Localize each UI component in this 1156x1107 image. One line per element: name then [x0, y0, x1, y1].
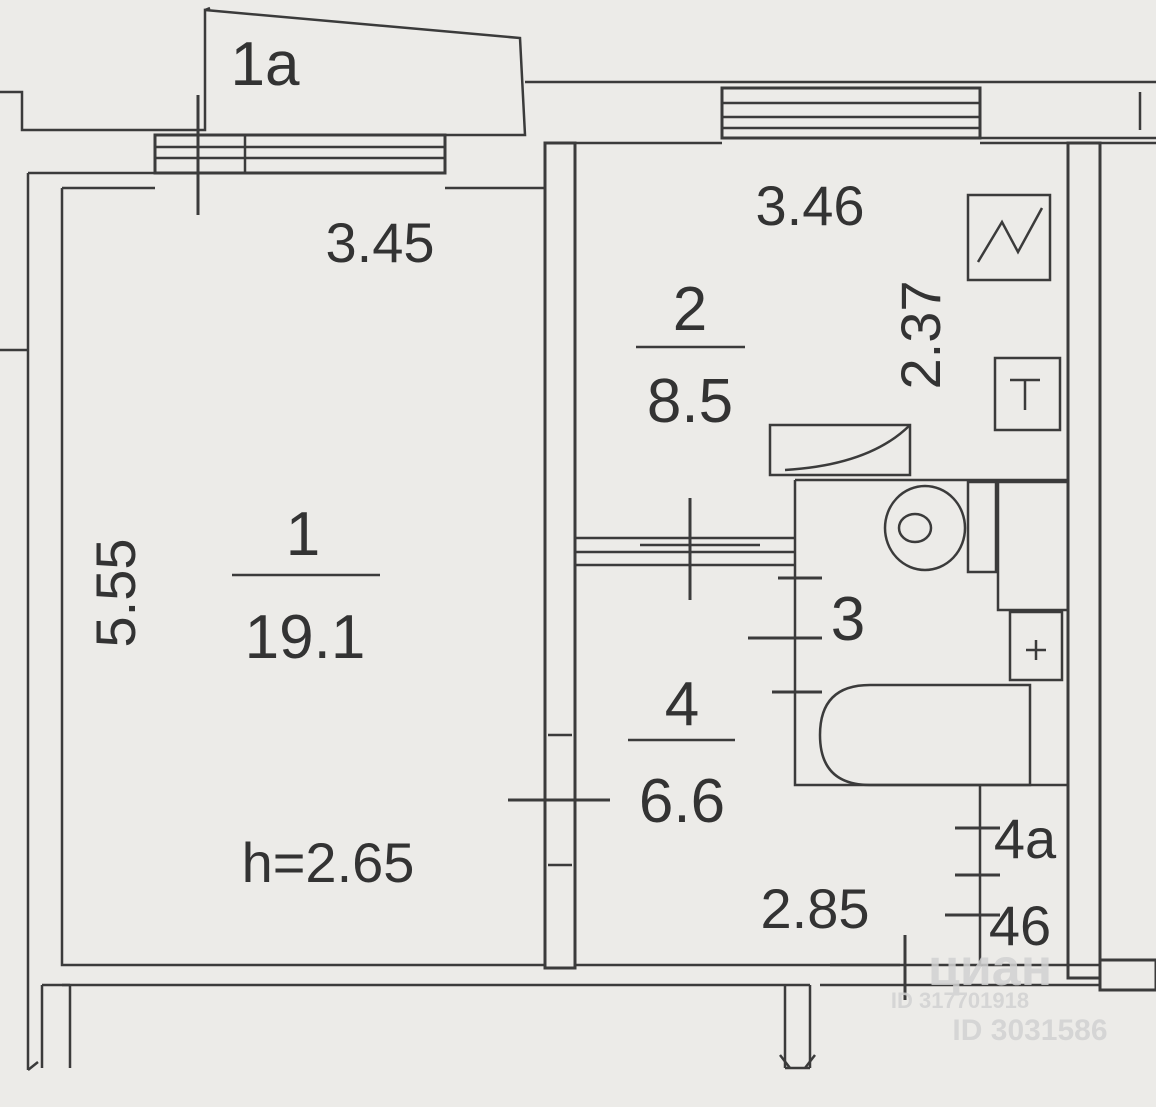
room-4a-label: 4a: [994, 807, 1057, 870]
exterior-wall-top: [525, 80, 1156, 140]
room-1-width-dim: 3.45: [326, 211, 435, 274]
room-2-walls: [575, 141, 1068, 554]
right-wall: [1066, 141, 1156, 980]
window-room-2: [720, 86, 982, 140]
room-4-label: 4 6.6: [628, 670, 735, 836]
room-2-label: 2 8.5: [636, 275, 745, 436]
watermark-id-1: ID 317701918: [891, 988, 1029, 1013]
room-1-walls: [0, 135, 545, 1071]
room-1-label: 1 19.1: [232, 500, 380, 672]
balcony-label: 1a: [231, 30, 300, 99]
watermark-id-2: ID 3031586: [952, 1014, 1107, 1047]
room-1-number: 1: [286, 500, 320, 569]
ceiling-height: h=2.65: [242, 831, 415, 894]
water-heater-icon: [966, 193, 1052, 282]
toilet-icon: [883, 480, 998, 574]
door-ticks: [196, 95, 1000, 1000]
room-2-area: 8.5: [647, 367, 733, 436]
room-4b-label: 46: [989, 894, 1051, 957]
room-2-width-dim: 3.46: [756, 174, 865, 237]
room-1-length-dim: 5.55: [84, 539, 147, 648]
room-4-width-dim: 2.85: [761, 877, 870, 940]
watermark: циан ID 317701918 ID 3031586: [891, 939, 1108, 1047]
partition-wall: [543, 141, 577, 970]
sink-icon: [996, 480, 1070, 682]
watermark-brand: циан: [928, 939, 1052, 997]
room-4-area: 6.6: [639, 767, 725, 836]
stove-icon: [993, 356, 1062, 432]
room-2-number: 2: [673, 275, 707, 344]
bottom-wall: [62, 958, 1156, 1070]
room-3-number: 3: [831, 585, 865, 654]
room-4-number: 4: [665, 670, 699, 739]
bathtub-icon: [818, 683, 1032, 787]
room-1-area: 19.1: [245, 603, 366, 672]
kitchen-sink-icon: [768, 423, 912, 477]
room-2-length-dim: 2.37: [889, 281, 952, 390]
balcony: [0, 6, 527, 137]
